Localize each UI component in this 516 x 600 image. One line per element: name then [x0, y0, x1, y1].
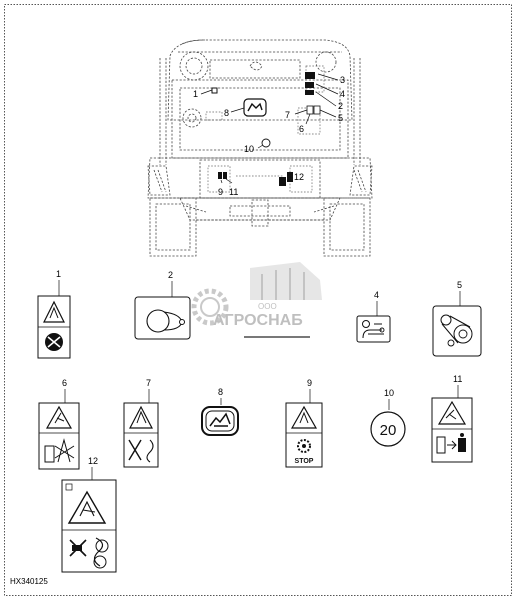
decal-5: 5 [432, 280, 482, 357]
figure-code: HX340125 [10, 577, 48, 586]
svg-text:8: 8 [218, 387, 223, 397]
stop-text: STOP [295, 458, 314, 465]
svg-text:7: 7 [146, 378, 151, 388]
loc-decal-10 [261, 138, 271, 148]
loc-decal-9-11 [218, 172, 227, 179]
loc-decal-3-4-2 [305, 72, 315, 95]
decal-4: 4 [356, 290, 391, 343]
callout-2: 2 [338, 101, 343, 111]
watermark-company-small: ООО [258, 302, 277, 311]
callout-8: 8 [224, 108, 229, 118]
speed-text: 20 [380, 422, 397, 439]
svg-text:11: 11 [453, 374, 462, 384]
decal-1: 1 [37, 269, 71, 359]
watermark-company: АГРОСНАБ [213, 312, 303, 329]
decal-6: 6 [38, 378, 80, 470]
svg-text:12: 12 [88, 456, 98, 466]
watermark-logo: ООО АГРОСНАБ [191, 262, 322, 338]
decal-8: 8 [201, 387, 239, 436]
callout-6: 6 [299, 124, 304, 134]
callout-11: 11 [229, 187, 238, 197]
svg-text:1: 1 [56, 269, 61, 279]
callout-10: 10 [244, 144, 254, 154]
callout-9: 9 [218, 187, 223, 197]
callout-7: 7 [285, 110, 290, 120]
svg-text:10: 10 [384, 388, 394, 398]
svg-text:4: 4 [374, 290, 379, 300]
vehicle-rear-view: 1 3 4 2 5 7 6 8 10 9 11 12 [147, 39, 373, 257]
loc-decal-8 [243, 98, 267, 117]
callout-12: 12 [294, 172, 304, 182]
decal-12: 12 [61, 456, 117, 573]
decal-7: 7 [123, 378, 159, 468]
decal-10: 10 20 [370, 388, 406, 447]
svg-text:2: 2 [168, 270, 173, 280]
loc-decal-7-6-5 [306, 105, 321, 115]
svg-text:6: 6 [62, 378, 67, 388]
callout-4: 4 [340, 89, 345, 99]
decal-2: 2 [134, 270, 191, 340]
callout-1: 1 [193, 89, 198, 99]
callout-3: 3 [340, 75, 345, 85]
loc-decal-12 [279, 172, 293, 186]
svg-text:9: 9 [307, 378, 312, 388]
callout-5: 5 [338, 113, 343, 123]
loc-decal-1 [211, 87, 218, 94]
decal-11: 11 [431, 374, 473, 463]
svg-text:5: 5 [457, 280, 462, 290]
decal-9: 9 STOP [285, 378, 323, 468]
diagram-frame [4, 4, 512, 596]
